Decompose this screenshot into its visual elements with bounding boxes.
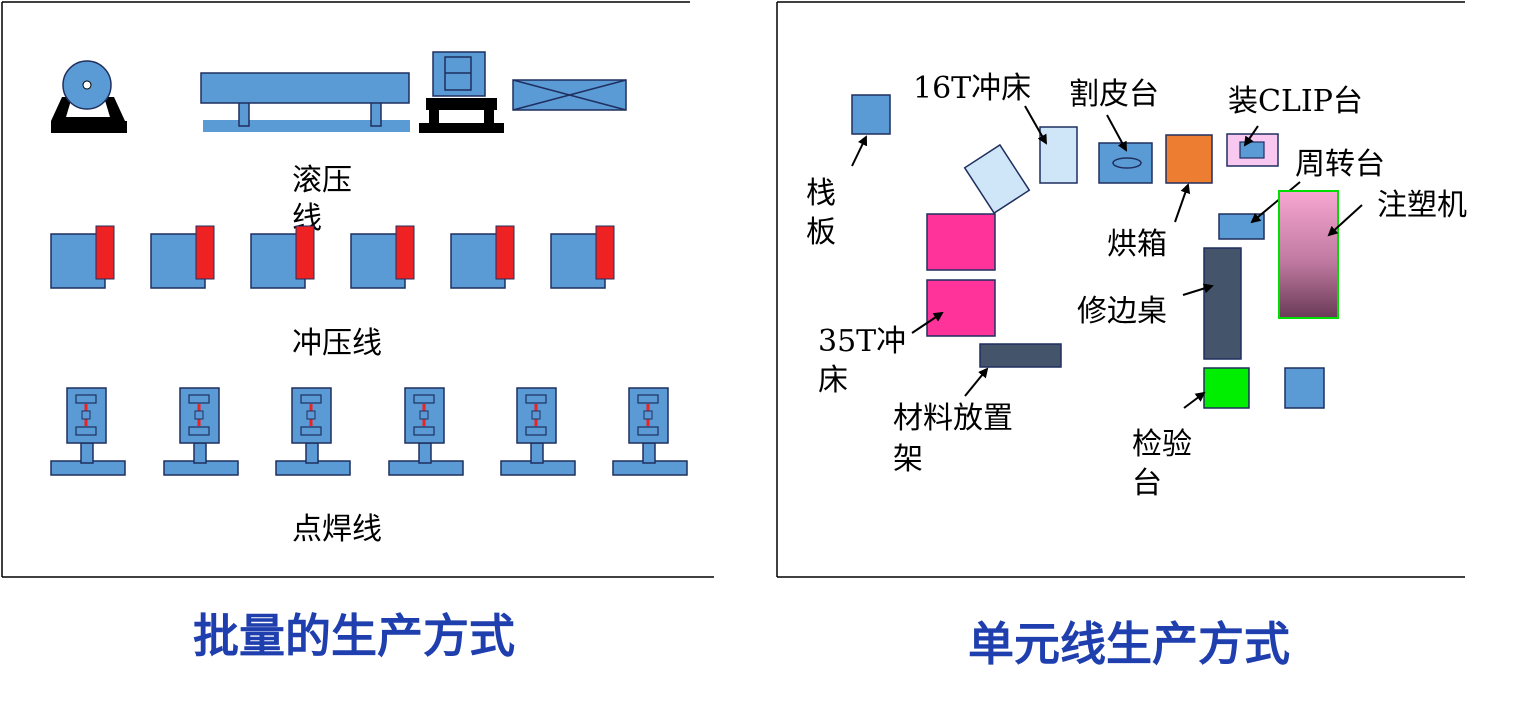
inspection-table-label-1: 检验: [1132, 427, 1192, 462]
rolling-line-equipment: [51, 51, 627, 133]
press-16t-arrow: [1024, 105, 1047, 145]
oven-label: 烘箱: [1107, 227, 1167, 262]
stamping-press-icon: [350, 225, 415, 289]
stamping-press-icon: [450, 225, 515, 289]
clip-fixture-block: [1239, 141, 1265, 159]
stamping-press-icon: [50, 225, 115, 289]
injection-machine-block: [1278, 190, 1339, 319]
cell-production-caption: 单元线生产方式: [968, 617, 1290, 671]
press-35t-arrow: [911, 311, 944, 334]
press-16t-block-angled: [963, 143, 1031, 215]
injection-machine-label: 注塑机: [1377, 188, 1467, 223]
turnover-table-arrow: [1250, 181, 1301, 224]
press-16t-label: 16T冲床: [913, 71, 1031, 106]
shipping-crate-icon: [512, 79, 627, 111]
cutting-disc-icon: [1112, 157, 1142, 169]
inspection-table-arrow: [1183, 391, 1206, 409]
oven-block: [1165, 134, 1213, 184]
coil-uncoiler-icon: [51, 60, 127, 133]
rolling-line-label-1: 滚压: [292, 163, 352, 198]
spot-welder-icon: [162, 386, 240, 477]
pallet-arrow: [851, 135, 868, 167]
press-35t-label-1: 35T冲: [818, 324, 906, 359]
clip-table-label: 装CLIP台: [1228, 84, 1363, 119]
side-station-block: [1284, 367, 1325, 409]
inspection-table-label-2: 台: [1132, 466, 1162, 501]
spot-weld-line-label: 点焊线: [292, 512, 382, 547]
press-16t-block: [1039, 126, 1078, 184]
skin-cutting-table-arrow: [1106, 114, 1127, 152]
clip-table-arrow: [1243, 125, 1259, 147]
trimming-table-block: [1203, 247, 1242, 360]
spot-welder-icon: [50, 387, 126, 476]
pallet-label-1: 栈: [806, 176, 836, 211]
oven-arrow: [1174, 183, 1191, 223]
stamping-line-presses: [50, 225, 615, 289]
spot-welder-icon: [274, 386, 352, 477]
press-35t-label-2: 床: [818, 363, 848, 398]
material-rack-block: [979, 343, 1062, 368]
inspection-table-block: [1203, 367, 1250, 409]
spot-welder-icon: [499, 386, 577, 477]
trimming-table-arrow: [1182, 283, 1214, 296]
turnover-table-label: 周转台: [1295, 147, 1385, 182]
trimming-table-label: 修边桌: [1077, 294, 1167, 329]
material-rack-arrow: [964, 367, 989, 397]
batch-production-panel: 滚压 线 冲压线: [1, 1, 714, 578]
stamping-press-icon: [150, 225, 215, 289]
roll-forming-machine-icon: [200, 72, 410, 132]
press-unit-icon: [419, 51, 504, 133]
press-35t-block: [926, 213, 996, 271]
material-rack-label-2: 架: [893, 442, 923, 477]
stamping-press-icon: [250, 225, 315, 289]
injection-machine-arrow: [1327, 204, 1363, 237]
pallet-block: [851, 94, 891, 135]
spot-weld-line: [50, 386, 689, 477]
stamping-line-label: 冲压线: [292, 326, 382, 361]
pallet-label-2: 板: [806, 215, 836, 250]
skin-cutting-table-label: 割皮台: [1069, 77, 1159, 112]
cell-production-panel: 栈 板 16T冲床 割皮台 烘箱 装CLIP台 周转台 注塑机 35T冲: [776, 1, 1467, 578]
spot-welder-icon: [387, 386, 465, 477]
spot-welder-icon: [611, 386, 689, 477]
material-rack-label-1: 材料放置: [893, 401, 1013, 436]
press-35t-block: [926, 279, 996, 337]
batch-production-caption: 批量的生产方式: [193, 609, 515, 663]
stamping-press-icon: [550, 225, 615, 289]
